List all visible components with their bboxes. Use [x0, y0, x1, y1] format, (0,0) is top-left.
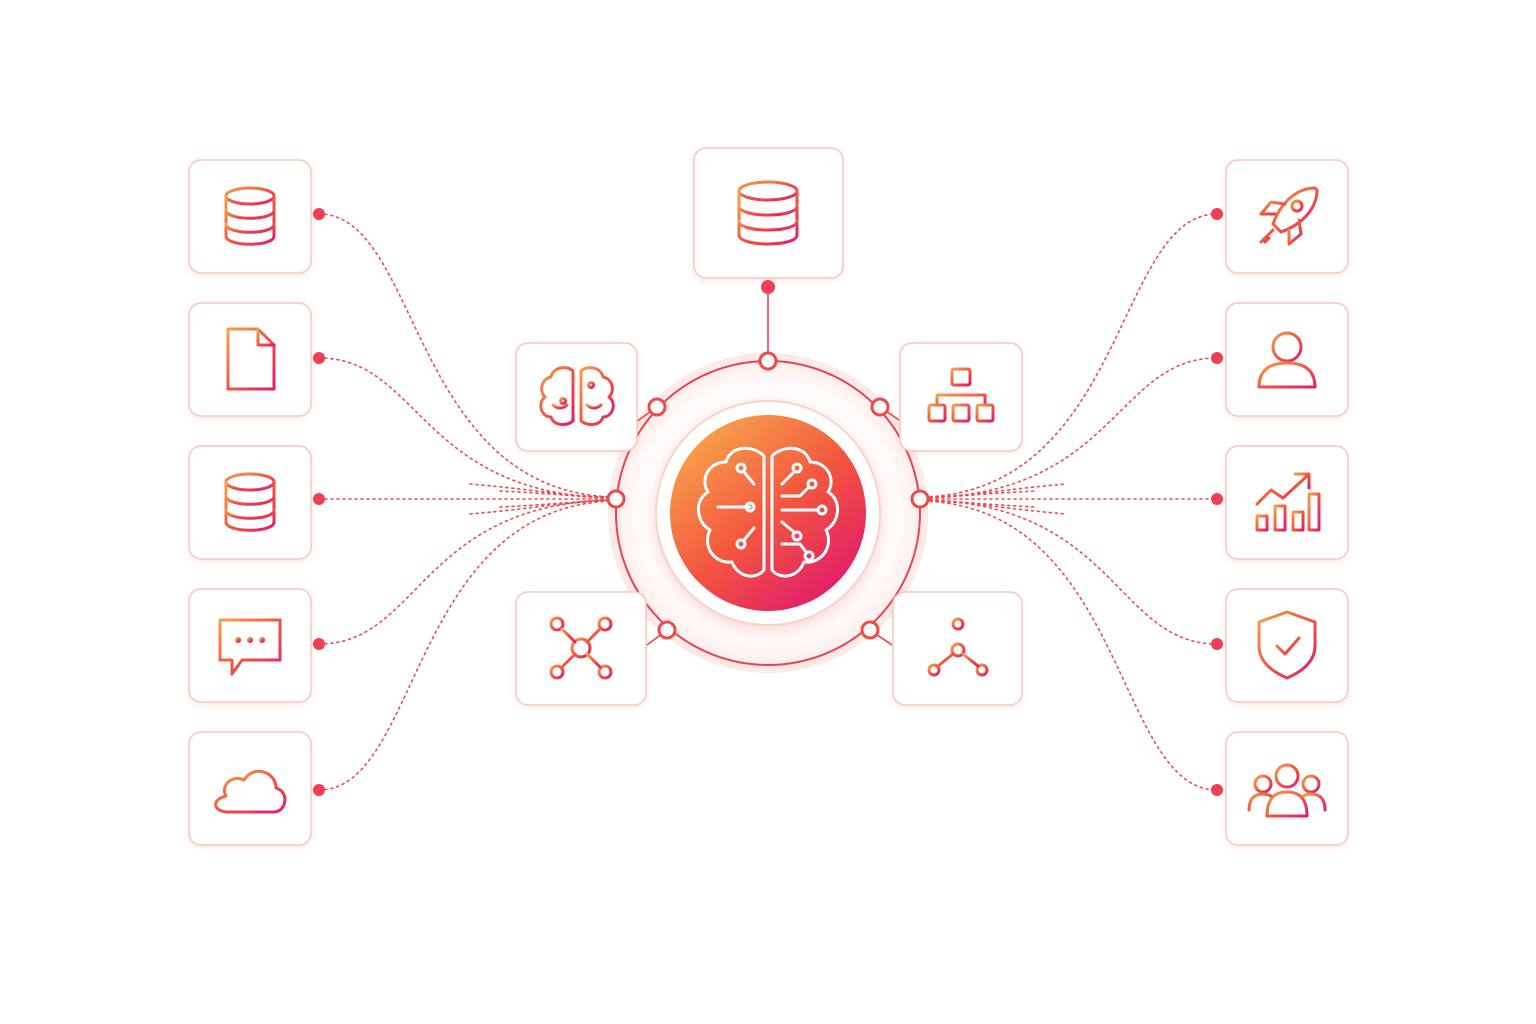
wire-output-5 [923, 500, 1218, 791]
tile-output-analytics[interactable] [1225, 445, 1349, 560]
wire-output-6 [923, 483, 1067, 498]
growth-chart-icon [1255, 472, 1321, 532]
ring-node-right [910, 489, 930, 509]
port-dot [313, 352, 325, 364]
wire-input-2 [318, 357, 613, 499]
tile-inner-brain[interactable] [515, 342, 638, 452]
chat-bubble-icon [218, 618, 282, 676]
brain-icon [539, 366, 615, 426]
output-port-dots [1211, 208, 1223, 796]
wire-input-1 [318, 213, 613, 498]
team-icon [1247, 763, 1327, 818]
port-dot [313, 493, 325, 505]
tile-output-team[interactable] [1225, 731, 1349, 846]
ring-node-lower-left [657, 620, 677, 640]
output-tiles [1225, 159, 1349, 846]
central-hub[interactable] [655, 400, 881, 626]
port-dot [1211, 493, 1223, 505]
top-port-dot [761, 280, 775, 294]
tile-input-database-2[interactable] [188, 445, 312, 560]
ring-node-top [758, 351, 778, 371]
wire-input-6 [469, 483, 613, 498]
ring-nodes [606, 351, 930, 640]
database-icon [737, 180, 799, 246]
tile-input-document[interactable] [188, 302, 312, 417]
tile-output-security[interactable] [1225, 588, 1349, 703]
wire-input-4 [318, 499, 613, 645]
connected-nodes-icon [927, 617, 989, 677]
wire-input-7 [469, 500, 613, 515]
port-dot [1211, 208, 1223, 220]
cloud-icon [214, 769, 287, 814]
port-dot [313, 208, 325, 220]
tile-input-cloud[interactable] [188, 731, 312, 846]
tile-top-database[interactable] [693, 147, 844, 279]
tile-input-database-1[interactable] [188, 159, 312, 274]
tile-input-chat[interactable] [188, 588, 312, 703]
port-dot [1211, 352, 1223, 364]
wire-output-4 [923, 499, 1218, 645]
tile-output-launch[interactable] [1225, 159, 1349, 274]
user-icon [1257, 331, 1317, 389]
ring-node-left [606, 489, 626, 509]
hub-ring-border [655, 400, 881, 626]
ring-node-upper-right [870, 397, 890, 417]
rocket-icon [1259, 186, 1319, 246]
wire-output-2 [923, 357, 1218, 499]
port-dot [313, 638, 325, 650]
port-dot [313, 784, 325, 796]
ai-brain-circuit-icon [697, 446, 839, 578]
ring-node-lower-right [860, 620, 880, 640]
port-dot [1211, 638, 1223, 650]
input-wires [318, 213, 613, 791]
input-port-dots [313, 208, 325, 796]
network-nodes-icon [549, 616, 613, 680]
tile-inner-network[interactable] [515, 591, 647, 706]
wire-input-9 [499, 499, 613, 508]
database-icon [224, 472, 276, 532]
wire-input-8 [499, 490, 613, 499]
org-hierarchy-icon [927, 367, 995, 423]
document-icon [226, 327, 276, 391]
wire-output-7 [923, 500, 1067, 515]
shield-check-icon [1257, 610, 1317, 680]
port-dot [1211, 784, 1223, 796]
database-icon [224, 186, 276, 246]
input-tiles [188, 159, 312, 846]
wire-output-1 [923, 213, 1218, 498]
wire-input-5 [318, 500, 613, 791]
tile-inner-connections[interactable] [892, 591, 1023, 706]
output-wires [923, 213, 1218, 791]
ring-node-upper-left [647, 397, 667, 417]
